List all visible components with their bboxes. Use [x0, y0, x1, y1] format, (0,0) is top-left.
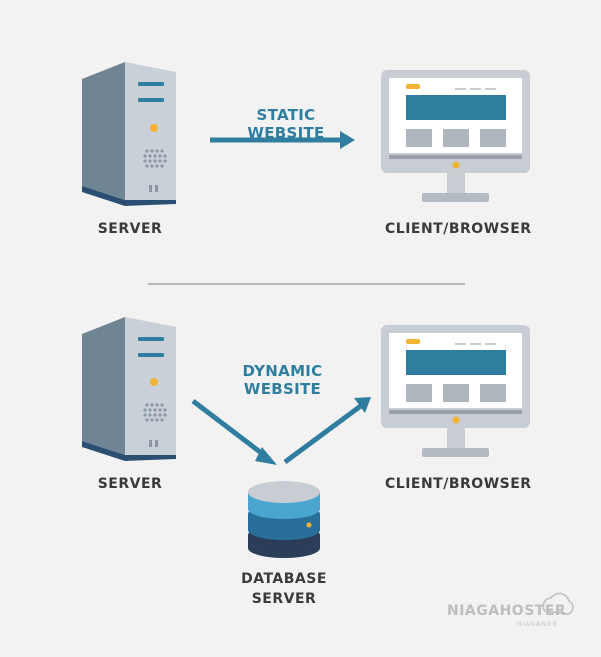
server-icon: [82, 317, 176, 461]
client-browser-label: CLIENT/BROWSER: [385, 221, 532, 237]
monitor-icon: [381, 70, 530, 202]
database-to-client-arrow: [283, 397, 371, 465]
static-website-title: STATIC WEBSITE: [247, 106, 325, 142]
server-icon: [82, 62, 176, 206]
brand-logo: NIAGAHOSTER: [447, 603, 567, 619]
client-browser-label: CLIENT/BROWSER: [385, 476, 532, 492]
server-label: SERVER: [97, 221, 163, 237]
dynamic-website-title: DYNAMIC WEBSITE: [242, 362, 323, 398]
cloud-icon: [542, 592, 574, 615]
server-to-database-arrow: [191, 399, 277, 465]
database-label: DATABASE SERVER: [234, 569, 334, 609]
server-label: SERVER: [97, 476, 163, 492]
static-arrow: [210, 131, 355, 149]
database-icon: [248, 481, 320, 558]
database-label-line1: DATABASE: [241, 571, 327, 587]
database-label-line2: SERVER: [251, 591, 317, 607]
brand-sub: NIAGAWEB: [517, 621, 558, 628]
monitor-icon: [381, 325, 530, 457]
